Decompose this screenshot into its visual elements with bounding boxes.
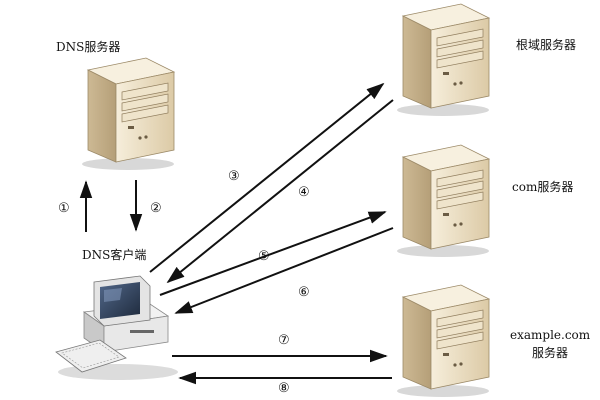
computer-icon [55, 275, 178, 380]
root-server-icon [396, 3, 490, 117]
root-server-label: 根域服务器 [516, 38, 577, 52]
step-2-label: ② [150, 201, 162, 216]
com-server-label: com服务器 [512, 180, 574, 194]
arrow-4 [166, 99, 394, 284]
arrow-6 [174, 227, 394, 314]
step-3-label: ③ [228, 169, 240, 184]
dns-client-label: DNS客户端 [82, 248, 147, 262]
step-8-label: ⑧ [278, 381, 290, 396]
step-1-label: ① [58, 201, 70, 216]
step-7-label: ⑦ [278, 333, 290, 348]
example-server-label-line2: 服务器 [532, 346, 569, 360]
arrow-3 [149, 82, 385, 273]
com-server-icon [396, 144, 490, 258]
arrow-5 [159, 211, 387, 296]
step-5-label: ⑤ [258, 249, 270, 264]
example-server-icon [396, 284, 490, 398]
dns-server-icon [81, 57, 175, 171]
step-4-label: ④ [298, 185, 310, 200]
dns-server-label: DNS服务器 [56, 40, 121, 54]
example-server-label-line1: example.com [510, 328, 591, 342]
step-6-label: ⑥ [298, 285, 310, 300]
